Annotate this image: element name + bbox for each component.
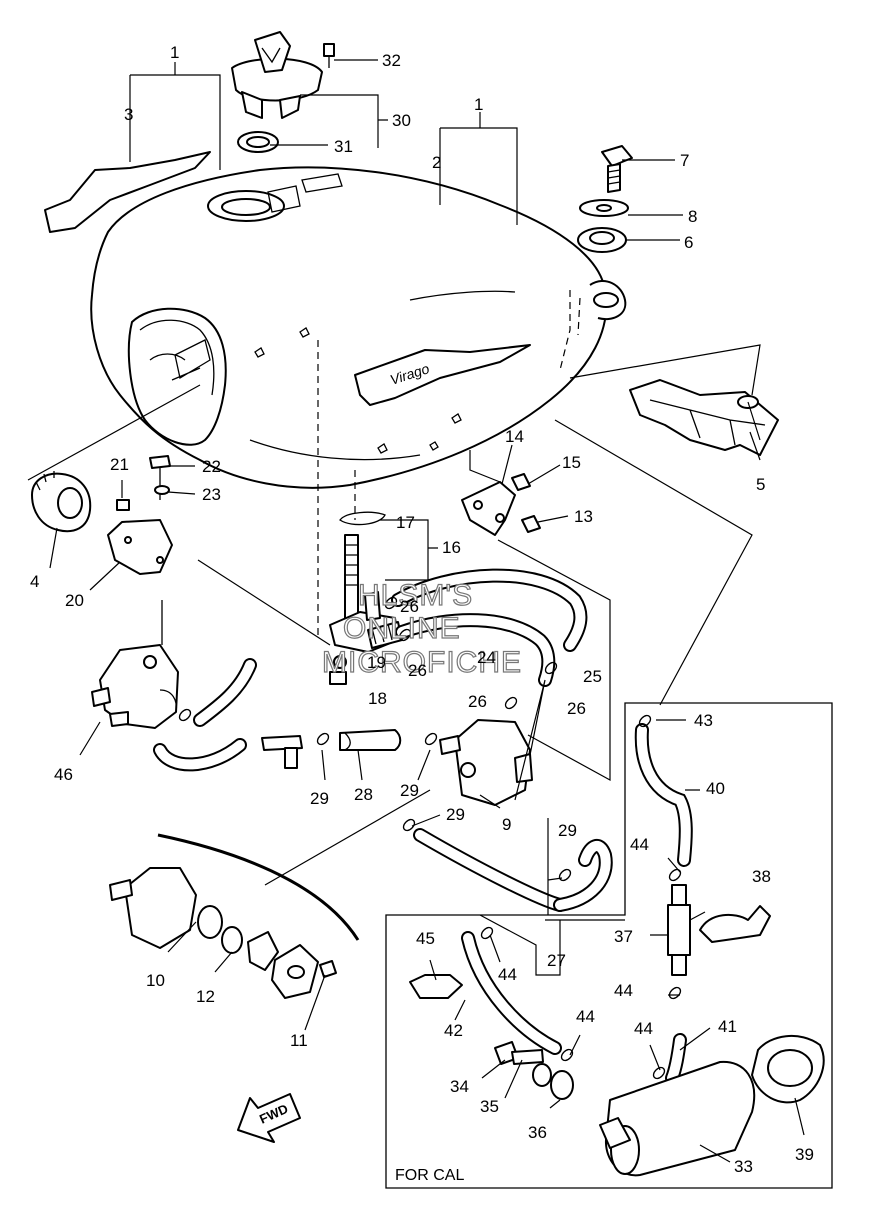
callout-29: 29: [400, 781, 419, 800]
callout-26: 26: [468, 692, 487, 711]
callout-31: 31: [334, 137, 353, 156]
watermark-line-2: ONLINE: [343, 612, 461, 645]
tank-graphic: [44, 151, 211, 233]
fuel-pump-assembly: [91, 600, 179, 729]
callout-38: 38: [752, 867, 771, 886]
callout-15: 15: [562, 453, 581, 472]
callout-26: 26: [408, 661, 427, 680]
callout-9: 9: [502, 815, 511, 834]
callout-11: 11: [290, 1031, 308, 1050]
callout-43: 43: [694, 711, 713, 730]
callout-24: 24: [477, 648, 496, 667]
side-bracket: [461, 473, 541, 536]
watermark-line-3: MICROFICHE: [322, 646, 522, 679]
callout-13: 13: [574, 507, 593, 526]
rear-washer: [579, 199, 629, 217]
callout-20: 20: [65, 591, 84, 610]
callout-12: 12: [196, 987, 215, 1006]
callout-29: 29: [446, 805, 465, 824]
fuel-hoses-lower: [153, 658, 613, 912]
callout-22: 22: [202, 457, 221, 476]
callout-labels: 1 3 32 30 31 1 2 7 8 6 5 4 21 22 23 20 1…: [30, 43, 814, 1176]
cock-screw: [329, 671, 347, 685]
callout-18: 18: [368, 689, 387, 708]
callout-45: 45: [416, 929, 435, 948]
callout-30: 30: [392, 111, 411, 130]
front-damper: [31, 471, 92, 533]
callout-17: 17: [396, 513, 415, 532]
callout-39: 39: [795, 1145, 814, 1164]
callout-16: 16: [442, 538, 461, 557]
pump-exploded: [109, 867, 337, 999]
callout-4: 4: [30, 572, 39, 591]
callout-29: 29: [310, 789, 329, 808]
callout-23: 23: [202, 485, 221, 504]
section-divider: [157, 833, 360, 941]
callout-26: 26: [400, 597, 419, 616]
callout-44: 44: [576, 1007, 595, 1026]
cock-washer: [333, 655, 347, 669]
fuel-pump: [439, 719, 533, 806]
hose-clips: [178, 596, 572, 882]
fuel-cock: [329, 511, 403, 653]
callout-7: 7: [680, 151, 689, 170]
fuel-hoses-upper: [391, 568, 588, 687]
callout-44: 44: [614, 981, 633, 1000]
callout-44: 44: [634, 1019, 653, 1038]
callout-25: 25: [583, 667, 602, 686]
cal-parts: [409, 723, 825, 1177]
callout-33: 33: [734, 1157, 753, 1176]
watermark-line-1: HLSM'S: [358, 579, 473, 612]
callout-37: 37: [614, 927, 633, 946]
callout-41: 41: [718, 1017, 737, 1036]
callout-5: 5: [756, 475, 765, 494]
rear-bracket: [629, 379, 779, 456]
callout-46: 46: [54, 765, 73, 784]
callout-21: 21: [110, 455, 129, 474]
callout-44: 44: [498, 965, 517, 984]
leader-lines: [27, 59, 805, 1163]
callout-42: 42: [444, 1021, 463, 1040]
callout-10: 10: [146, 971, 165, 990]
callout-28: 28: [354, 785, 373, 804]
for-cal-label: FOR CAL: [395, 1167, 464, 1184]
callout-40: 40: [706, 779, 725, 798]
callout-6: 6: [684, 233, 693, 252]
callout-2: 2: [432, 153, 441, 172]
callout-1: 1: [474, 95, 483, 114]
callout-44: 44: [630, 835, 649, 854]
callout-1: 1: [170, 43, 179, 62]
callout-27: 27: [547, 951, 566, 970]
rear-bolt: [601, 145, 633, 193]
callout-14: 14: [505, 427, 524, 446]
callout-3: 3: [124, 105, 133, 124]
mount-plate: [107, 519, 173, 575]
fuel-cap: [231, 31, 335, 119]
callout-32: 32: [382, 51, 401, 70]
cap-gasket: [237, 131, 279, 153]
for-cal-box: [385, 702, 833, 1189]
callout-19: 19: [367, 653, 386, 672]
callout-35: 35: [480, 1097, 499, 1116]
fuel-tank: Virago: [90, 166, 627, 640]
callout-36: 36: [528, 1123, 547, 1142]
watermark: HLSM'S ONLINE MICROFICHE: [321, 578, 522, 679]
callout-29: 29: [558, 821, 577, 840]
callout-26: 26: [567, 699, 586, 718]
callout-8: 8: [688, 207, 697, 226]
rear-damper: [577, 227, 627, 253]
fwd-arrow: FWD: [237, 1093, 301, 1143]
callout-34: 34: [450, 1077, 469, 1096]
